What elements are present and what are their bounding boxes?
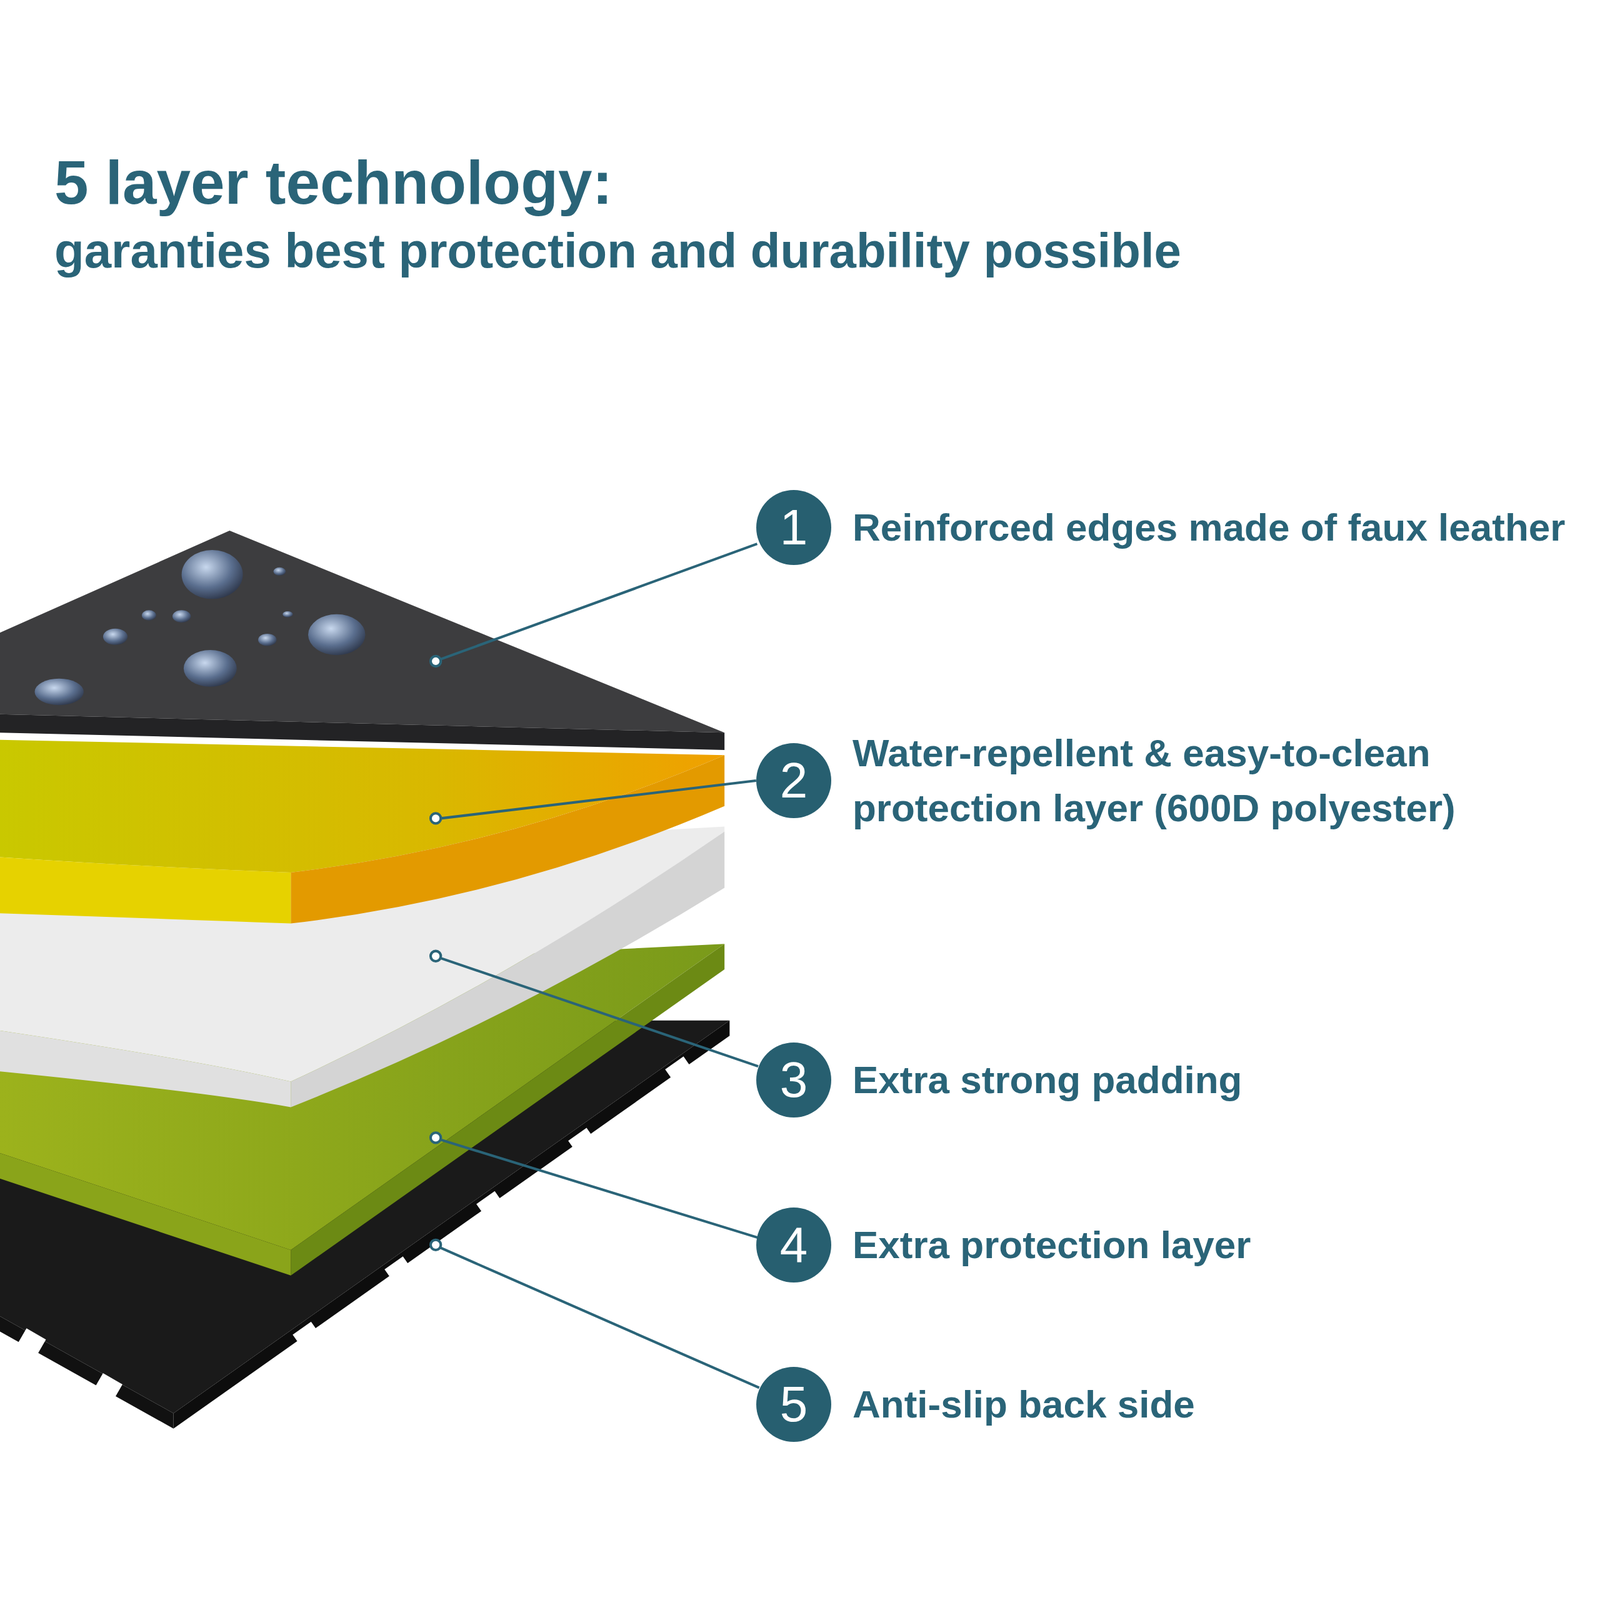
layer-description: Water-repellent & easy-to-clean protecti… [852,725,1572,836]
callout-number: 2 [756,743,832,819]
layer-description: Reinforced edges made of faux leather [852,500,1572,555]
protection-layer [0,740,725,924]
leader-lines [440,543,759,1388]
callout-number: 1 [756,490,832,565]
callout: 4 Extra protection layer [756,1207,1572,1283]
faux-leather-layer [0,530,725,750]
layer-description: Anti-slip back side [852,1376,1572,1432]
callout: 2 Water-repellent & easy-to-clean protect… [756,725,1572,836]
callout: 3 Extra strong padding [756,1042,1572,1118]
callout: 5 Anti-slip back side [756,1366,1572,1442]
callout-number: 4 [756,1207,832,1283]
callout-number: 5 [756,1366,832,1442]
layer-description: Extra protection layer [852,1217,1572,1273]
leader-dots [430,656,441,1250]
callout-number: 3 [756,1042,832,1118]
diagram-title: 5 layer technology: [54,147,613,219]
layer-description: Extra strong padding [852,1052,1572,1108]
subtitle-text: garanties best protection and durability… [54,222,1182,280]
callout: 1 Reinforced edges made of faux leather [756,490,1572,565]
